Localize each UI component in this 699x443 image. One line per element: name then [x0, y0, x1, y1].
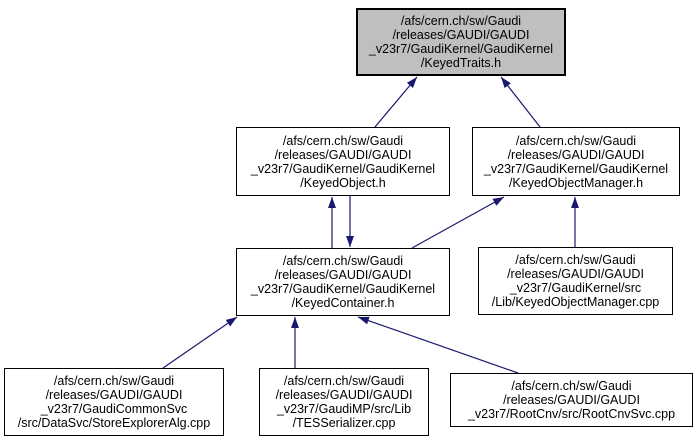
node-label-line: _v23r7/RootCnv/src/RootCnvSvc.cpp [467, 407, 676, 421]
node-label-line: /afs/cern.ch/sw/Gaudi [515, 253, 636, 267]
node-label-line: /releases/GAUDI/GAUDI [275, 388, 413, 402]
node-label-line: _v23r7/GaudiKernel/src [509, 281, 642, 295]
node-label-line: /releases/GAUDI/GAUDI [392, 28, 530, 42]
node-label-line: /afs/cern.ch/sw/Gaudi [511, 379, 632, 393]
node-label-line: _v23r7/GaudiKernel/GaudiKernel [250, 161, 436, 176]
graph-node-root-cnv-svc-cpp[interactable]: /afs/cern.ch/sw/Gaudi /releases/GAUDI/GA… [450, 373, 693, 427]
node-label-line: /afs/cern.ch/sw/Gaudi [53, 374, 175, 388]
node-label-line: /afs/cern.ch/sw/Gaudi [400, 14, 522, 28]
node-label-line: /releases/GAUDI/GAUDI [503, 393, 640, 407]
node-label-line: _v23r7/GaudiKernel/GaudiKernel [483, 161, 669, 176]
node-label-line: /KeyedTraits.h [420, 56, 502, 70]
node-label-line: /Lib/KeyedObjectManager.cpp [491, 295, 660, 309]
node-label-line: _v23r7/GaudiCommonSvc [40, 402, 188, 416]
node-label-line: /releases/GAUDI/GAUDI [507, 267, 644, 281]
edge-keyed-container-h-to-keyed-object-manager-h [411, 196, 505, 249]
graph-node-tes-serializer-cpp[interactable]: /afs/cern.ch/sw/Gaudi /releases/GAUDI/GA… [259, 368, 429, 436]
node-label-line: /releases/GAUDI/GAUDI [274, 268, 412, 282]
node-label-line: /afs/cern.ch/sw/Gaudi [282, 254, 404, 268]
graph-node-keyed-object-manager-cpp[interactable]: /afs/cern.ch/sw/Gaudi /releases/GAUDI/GA… [478, 247, 673, 315]
node-label-line: /afs/cern.ch/sw/Gaudi [283, 374, 405, 388]
node-label-line: /releases/GAUDI/GAUDI [507, 147, 645, 162]
node-label-line: /KeyedObjectManager.h [508, 175, 644, 190]
node-label-line: /TESSerializer.cpp [292, 416, 396, 430]
edge-keyed-object-manager-h-to-keyed-traits-h [500, 76, 541, 128]
node-label-line: /releases/GAUDI/GAUDI [45, 388, 183, 402]
node-label-line: /afs/cern.ch/sw/Gaudi [515, 133, 637, 148]
node-label-line: _v23r7/GaudiKernel/GaudiKernel [250, 282, 436, 296]
graph-node-keyed-container-h[interactable]: /afs/cern.ch/sw/Gaudi /releases/GAUDI/GA… [236, 248, 450, 316]
graph-node-keyed-object-h[interactable]: /afs/cern.ch/sw/Gaudi /releases/GAUDI/GA… [236, 127, 450, 196]
graph-node-keyed-object-manager-h[interactable]: /afs/cern.ch/sw/Gaudi /releases/GAUDI/GA… [472, 127, 680, 196]
node-label-line: /releases/GAUDI/GAUDI [274, 147, 412, 162]
edge-keyed-object-h-to-keyed-traits-h [374, 76, 418, 128]
edge-root-cnv-svc-cpp-to-keyed-container-h [357, 316, 519, 374]
node-label-line: /KeyedContainer.h [291, 296, 395, 310]
node-label-line: _v23r7/GaudiMP/src/Lib [276, 402, 412, 416]
node-label-line: /KeyedObject.h [300, 175, 386, 190]
node-label-line: /afs/cern.ch/sw/Gaudi [282, 133, 404, 148]
node-label-line: _v23r7/GaudiKernel/GaudiKernel [368, 42, 554, 56]
node-label-line: /src/DataSvc/StoreExplorerAlg.cpp [17, 416, 211, 430]
graph-node-keyed-traits-h[interactable]: /afs/cern.ch/sw/Gaudi /releases/GAUDI/GA… [356, 8, 566, 76]
edge-store-explorer-alg-cpp-to-keyed-container-h [162, 316, 238, 369]
graph-node-store-explorer-alg-cpp[interactable]: /afs/cern.ch/sw/Gaudi /releases/GAUDI/GA… [4, 368, 224, 436]
